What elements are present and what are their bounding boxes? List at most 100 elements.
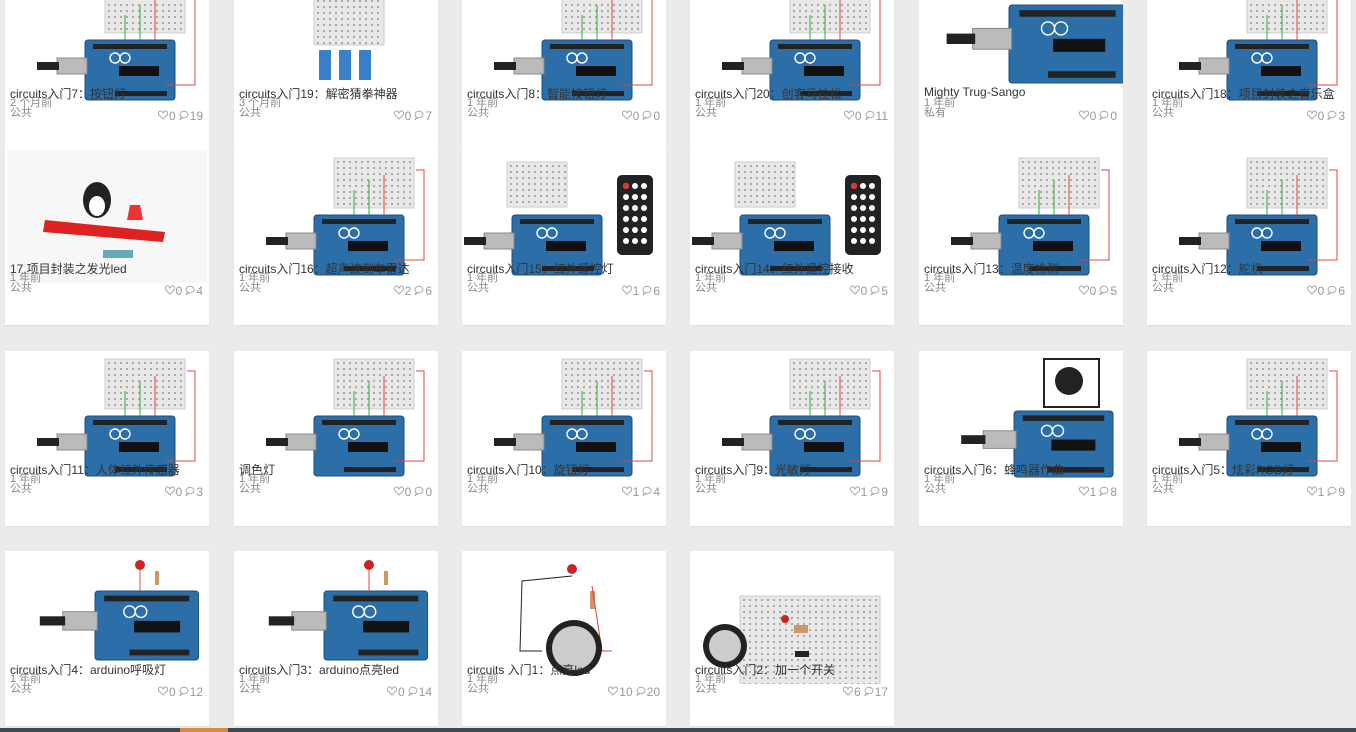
- project-card[interactable]: circuits入门10：旋钮灯 1 年前 公共 1 4: [462, 351, 666, 526]
- likes[interactable]: 2: [393, 284, 411, 298]
- project-thumbnail[interactable]: [690, 0, 894, 108]
- project-title[interactable]: circuits 入门1：点亮led: [467, 663, 591, 677]
- project-card[interactable]: circuits入门9：光敏灯 1 年前 公共 1 9: [690, 351, 894, 526]
- likes[interactable]: 6: [842, 685, 861, 699]
- comments[interactable]: 9: [870, 485, 888, 499]
- project-thumbnail[interactable]: [5, 551, 209, 684]
- project-title[interactable]: circuits入门15：红外遥控灯: [467, 262, 614, 276]
- comments[interactable]: 4: [185, 284, 203, 298]
- comments[interactable]: 4: [642, 485, 660, 499]
- project-title[interactable]: circuits入门8：智能按钮灯: [467, 87, 608, 101]
- project-card[interactable]: circuits入门20：创客马拉松 1 年前 公共 0 11: [690, 0, 894, 150]
- project-thumbnail[interactable]: [919, 0, 1123, 108]
- project-card[interactable]: circuits入门12：舵机 1 年前 公共 0 6: [1147, 150, 1351, 325]
- likes[interactable]: 0: [393, 109, 411, 123]
- project-thumbnail[interactable]: [919, 351, 1123, 484]
- project-title[interactable]: circuits入门7：按钮灯: [10, 87, 127, 101]
- project-thumbnail[interactable]: [462, 551, 666, 684]
- project-thumbnail[interactable]: [919, 150, 1123, 283]
- project-title[interactable]: circuits入门19：解密猜拳神器: [239, 87, 398, 101]
- project-title[interactable]: circuits入门14：红外遥控接收: [695, 262, 854, 276]
- project-card[interactable]: circuits入门14：红外遥控接收 1 年前 公共 0 5: [690, 150, 894, 325]
- likes[interactable]: 1: [621, 284, 639, 298]
- project-thumbnail[interactable]: [234, 551, 438, 684]
- likes[interactable]: 0: [1078, 109, 1096, 123]
- comments[interactable]: 17: [863, 685, 888, 699]
- project-title[interactable]: circuits入门6：蜂鸣器作曲: [924, 463, 1065, 477]
- comments[interactable]: 0: [642, 109, 660, 123]
- project-card[interactable]: circuits入门16：超声波倒车雷达 1 年前 公共 2 6: [234, 150, 438, 325]
- project-card[interactable]: circuits入门13：温度检测 1 年前 公共 0 5: [919, 150, 1123, 325]
- likes[interactable]: 1: [1078, 485, 1096, 499]
- project-card[interactable]: circuits入门11：人体红外传感器 1 年前 公共 0 3: [5, 351, 209, 526]
- project-title[interactable]: circuits入门4：arduino呼吸灯: [10, 663, 167, 677]
- comments[interactable]: 3: [1327, 109, 1345, 123]
- likes[interactable]: 0: [843, 109, 862, 123]
- project-card[interactable]: circuits入门4：arduino呼吸灯 1 年前 公共 0 12: [5, 551, 209, 726]
- project-title[interactable]: circuits入门16：超声波倒车雷达: [239, 262, 410, 276]
- project-card[interactable]: circuits入门18：项目封装之音乐盒 1 年前 公共 0 3: [1147, 0, 1351, 150]
- project-title[interactable]: circuits入门12：舵机: [1152, 262, 1263, 276]
- comments[interactable]: 14: [407, 685, 432, 699]
- project-thumbnail[interactable]: [234, 0, 438, 108]
- likes[interactable]: 0: [157, 685, 176, 699]
- likes[interactable]: 0: [164, 485, 182, 499]
- likes[interactable]: 0: [393, 485, 411, 499]
- project-thumbnail[interactable]: [1147, 150, 1351, 283]
- likes[interactable]: 0: [1306, 109, 1324, 123]
- comments[interactable]: 6: [414, 284, 432, 298]
- project-thumbnail[interactable]: [5, 351, 209, 484]
- comments[interactable]: 5: [1099, 284, 1117, 298]
- likes[interactable]: 10: [608, 685, 633, 699]
- project-title[interactable]: circuits入门20：创客马拉松: [695, 87, 842, 101]
- project-thumbnail[interactable]: [690, 551, 894, 684]
- project-card[interactable]: circuits入门7：按钮灯 2 个月前 公共 0 19: [5, 0, 209, 150]
- project-card[interactable]: circuits入门8：智能按钮灯 1 年前 公共 0 0: [462, 0, 666, 150]
- project-title[interactable]: 调色灯: [239, 463, 276, 477]
- likes[interactable]: 0: [157, 109, 176, 123]
- comments[interactable]: 5: [870, 284, 888, 298]
- project-title[interactable]: circuits入门18：项目封装之音乐盒: [1152, 87, 1335, 101]
- comments[interactable]: 9: [1327, 485, 1345, 499]
- project-card[interactable]: circuits入门6：蜂鸣器作曲 1 年前 公共 1 8: [919, 351, 1123, 526]
- project-thumbnail[interactable]: [462, 0, 666, 108]
- comments[interactable]: 0: [414, 485, 432, 499]
- project-card[interactable]: 调色灯 1 年前 公共 0 0: [234, 351, 438, 526]
- likes[interactable]: 0: [1306, 284, 1324, 298]
- project-thumbnail[interactable]: [1147, 351, 1351, 484]
- project-thumbnail[interactable]: [462, 351, 666, 484]
- comments[interactable]: 7: [414, 109, 432, 123]
- likes[interactable]: 0: [1078, 284, 1096, 298]
- comments[interactable]: 11: [864, 109, 888, 123]
- comments[interactable]: 12: [178, 685, 203, 699]
- likes[interactable]: 1: [849, 485, 867, 499]
- project-card[interactable]: Mighty Trug-Sango 1 年前 私有 0 0: [919, 0, 1123, 150]
- project-title[interactable]: circuits入门10：旋钮灯: [467, 463, 590, 477]
- project-title[interactable]: circuits入门11：人体红外传感器: [10, 463, 180, 477]
- comments[interactable]: 8: [1099, 485, 1117, 499]
- likes[interactable]: 0: [849, 284, 867, 298]
- comments[interactable]: 0: [1099, 109, 1117, 123]
- project-title[interactable]: circuits入门2：加一个开关: [695, 663, 836, 677]
- project-title[interactable]: circuits入门5：炫彩RGB灯: [1152, 463, 1295, 477]
- likes[interactable]: 0: [164, 284, 182, 298]
- project-title[interactable]: circuits入门9：光敏灯: [695, 463, 812, 477]
- project-card[interactable]: circuits入门5：炫彩RGB灯 1 年前 公共 1 9: [1147, 351, 1351, 526]
- comments[interactable]: 6: [1327, 284, 1345, 298]
- comments[interactable]: 20: [635, 685, 660, 699]
- likes[interactable]: 1: [621, 485, 639, 499]
- project-thumbnail[interactable]: [234, 150, 438, 283]
- project-title[interactable]: Mighty Trug-Sango: [924, 85, 1026, 99]
- comments[interactable]: 6: [642, 284, 660, 298]
- project-card[interactable]: circuits入门2：加一个开关 1 年前 公共 6 17: [690, 551, 894, 726]
- project-card[interactable]: circuits入门19：解密猜拳神器 3 个月前 公共 0 7: [234, 0, 438, 150]
- project-thumbnail[interactable]: [1147, 0, 1351, 108]
- likes[interactable]: 1: [1306, 485, 1324, 499]
- likes[interactable]: 0: [621, 109, 639, 123]
- project-title[interactable]: circuits入门3：arduino点亮led: [239, 663, 400, 677]
- project-title[interactable]: circuits入门13：温度检测: [924, 262, 1059, 276]
- project-thumbnail[interactable]: [690, 150, 894, 283]
- project-thumbnail[interactable]: [5, 0, 209, 108]
- project-thumbnail[interactable]: [5, 150, 209, 283]
- project-thumbnail[interactable]: [690, 351, 894, 484]
